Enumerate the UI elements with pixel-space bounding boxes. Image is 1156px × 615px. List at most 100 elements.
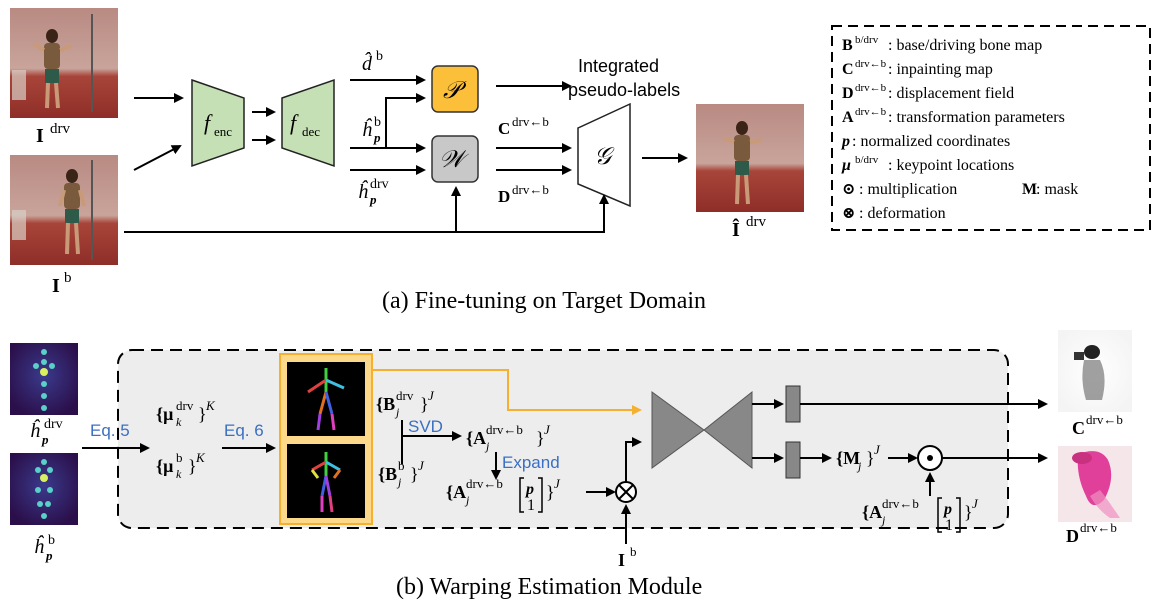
d-hat-sup: b [376,49,383,64]
legend-symbol: p [840,133,850,150]
decoder-block [281,78,335,168]
legend-symbol: M [1022,181,1037,198]
M-J: J [874,442,881,457]
h-b-label: ĥ [362,117,373,141]
h-drv-label: ĥ [358,179,369,203]
legend-row: ⊗: deformation [842,205,946,222]
mu-b-label: {μ [156,456,173,476]
driving-image-sup: drv [50,121,70,137]
panel-b-caption: (b) Warping Estimation Module [396,574,702,600]
A2-label: {A [862,502,882,522]
h-b-sub: p [373,130,381,145]
legend-text: : normalized coordinates [852,133,1010,150]
B-b-close: } [410,464,419,484]
mu-b-close: } [188,456,197,476]
vec-left-bracket [519,477,524,513]
B-drv-label: {B [376,394,395,414]
B-drv-sup: drv [396,388,414,403]
eq6-label: Eq. 6 [224,421,264,440]
C-label: C [498,119,510,138]
legend-sup: drv←b [855,58,887,70]
P-block [431,65,479,113]
arrow-deform-to-net [625,437,642,482]
A2-sub: j [880,513,886,527]
legend-symbol: ⊗ [842,205,855,222]
integrated-label-2: pseudo-labels [568,80,680,100]
base-image-sup: b [64,270,72,286]
B-b-sub: j [396,475,402,489]
arrow-hb-to-P [385,93,426,148]
encoder-block [191,78,245,168]
A-sup: drv←b [486,422,523,437]
output-image [696,104,804,212]
legend-text: : keypoint locations [888,157,1014,174]
G-block [577,102,631,208]
mu-drv-sup: drv [176,398,194,413]
G-label: 𝒢 [594,144,615,170]
mu-b-K: K [195,450,206,465]
h-drv-sub: p [369,192,377,207]
legend-sup: drv←b [855,106,887,118]
arrow-base-to-G [456,194,609,233]
h-b-heat-sup: b [48,533,55,548]
vec2-p: p [942,501,952,518]
A-label: {A [466,428,486,448]
expand-label: Expand [502,453,560,472]
mu-drv-label: {μ [156,404,173,424]
Ap-sub: j [464,493,470,507]
legend-text: : inpainting map [888,61,993,78]
panel-a-caption: (a) Fine-tuning on Target Domain [382,288,706,314]
D-out-label: D [1066,526,1079,546]
legend-symbol: C [842,61,854,78]
h-b-heat-sub: p [45,548,53,563]
mu-drv-sub: k [176,415,182,429]
C-sup: drv←b [512,114,549,129]
driving-image-label: I [36,125,44,147]
A2-close: } [964,502,973,522]
h-drv-heat-label: ĥ [30,418,41,442]
panel-a: I drv I b f enc f dec [10,8,804,314]
encoder-label: f [204,110,213,135]
h-b-heat-label: ĥ [34,534,45,558]
h-drv-heat-sub: p [41,432,49,447]
legend-text: : deformation [859,205,946,222]
B-drv-sub: j [394,405,400,419]
A-J: J [544,422,551,437]
base-image [10,155,118,265]
h-drv-heat-sup: drv [44,417,63,432]
Ap-J: J [554,476,561,491]
Ap-label: {A [446,482,466,502]
B-b-sup: b [398,458,405,473]
svd-label: SVD [408,417,443,436]
M-sub: j [856,459,862,473]
legend-sup: drv←b [855,82,887,94]
legend-text: : multiplication [859,181,957,198]
integrated-label-1: Integrated [578,56,659,76]
W-block [431,135,479,183]
B-b-label: {B [378,464,397,484]
heatmap-b [10,453,78,525]
legend-row: p: normalized coordinates [840,133,1010,150]
A-sub: j [484,439,490,453]
legend-text: : base/driving bone map [888,37,1042,54]
legend-sup: b/drv [855,34,879,46]
M-label: {M [836,448,860,468]
legend-text: : mask [1036,181,1078,198]
C-out-label: C [1072,418,1085,438]
A2-J: J [972,496,979,511]
decoder-label: f [290,110,299,135]
bone-maps [279,353,373,525]
C-out-sup: drv←b [1086,412,1123,427]
legend-symbol: B [842,37,853,54]
mu-b-sup: b [176,450,183,465]
displacement-field-image [1058,446,1132,522]
legend-row-mask: M: mask [1022,181,1078,198]
Ap-sup: drv←b [466,476,503,491]
D-sup: drv←b [512,182,549,197]
output-image-sup: drv [746,214,766,230]
